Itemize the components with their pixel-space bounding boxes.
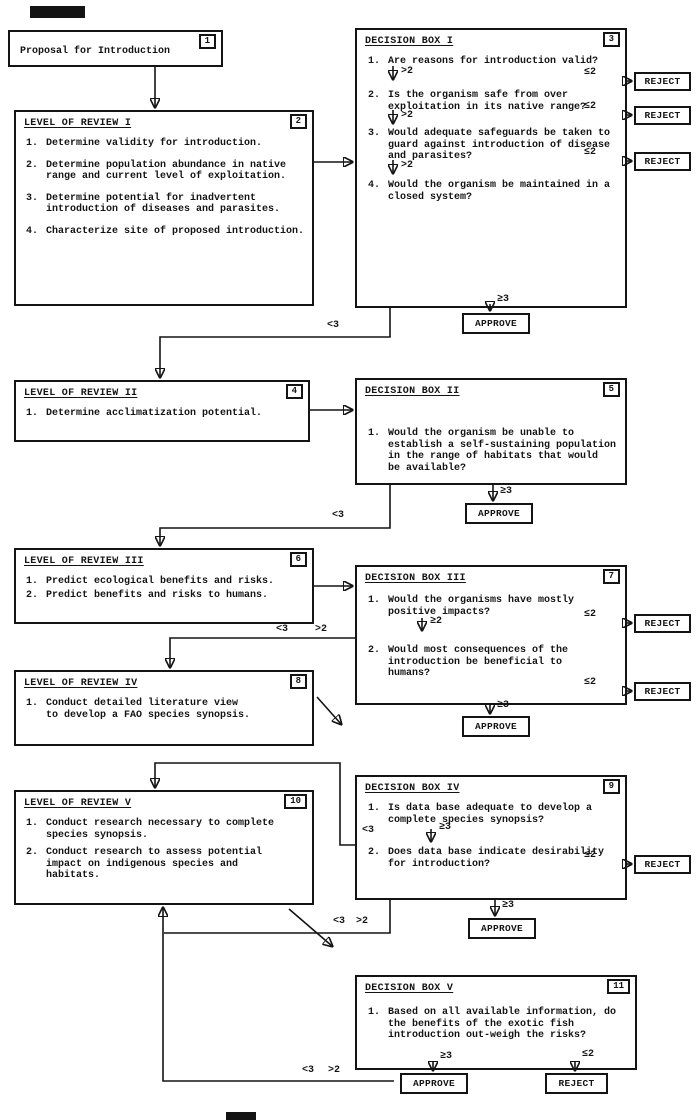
list-item: 2.Is the organism safe from over exploit… <box>368 90 587 113</box>
connector-label: <3 <box>332 510 345 521</box>
decision-box-4: 9 DECISION BOX IV 1.Is data base adequat… <box>355 775 627 900</box>
approve-box: APPROVE <box>462 313 530 334</box>
list-item: 1.Predict ecological benefits and risks. <box>26 576 275 587</box>
list-item: 4.Characterize site of proposed introduc… <box>26 225 305 237</box>
arrow-decision2-to-review3 <box>160 485 391 545</box>
box-title: LEVEL OF REVIEW I <box>24 118 132 129</box>
list-item: 1.Conduct research necessary to complete… <box>26 818 275 841</box>
connector-label: ≥3 <box>439 822 452 833</box>
decision-box-5: 11 DECISION BOX V 1.Based on all availab… <box>355 975 637 1070</box>
connector-label: ≥3 <box>440 1051 453 1062</box>
connector-label: >2 <box>401 110 414 121</box>
connector-label: ≤2 <box>584 677 597 688</box>
connector-label: ≥3 <box>500 486 513 497</box>
scan-artifact <box>30 6 85 18</box>
box-title: DECISION BOX V <box>365 983 454 994</box>
reject-box: REJECT <box>545 1073 608 1094</box>
decision-box-2: 5 DECISION BOX II 1.Would the organism b… <box>355 378 627 485</box>
box-title: LEVEL OF REVIEW III <box>24 556 144 567</box>
arrow-review4-to-decision4 <box>316 696 341 724</box>
connector-label: <3 <box>362 825 375 836</box>
list-item: 3.Determine potential for inadvertent in… <box>26 192 281 216</box>
level-of-review-2-box: 4 LEVEL OF REVIEW II 1.Determine acclima… <box>14 380 310 442</box>
connector-label: ≥3 <box>502 900 515 911</box>
connector-label: ≥2 <box>430 616 443 627</box>
connector-label: ≤2 <box>584 101 597 112</box>
list-item: 2.Predict benefits and risks to humans. <box>26 589 269 601</box>
reject-box: REJECT <box>634 106 691 125</box>
level-of-review-1-box: 2 LEVEL OF REVIEW I 1.Determine validity… <box>14 110 314 306</box>
connector-label: >2 <box>401 66 414 77</box>
connector-label: <3 <box>333 916 346 927</box>
decision-box-3: 7 DECISION BOX III 1.Would the organisms… <box>355 565 627 705</box>
connector-label: ≤2 <box>582 1049 595 1060</box>
connector-label: ≥3 <box>497 700 510 711</box>
list-item: 1.Would the organisms have mostly positi… <box>368 595 575 618</box>
list-item: 1.Conduct detailed literature view to de… <box>26 698 251 721</box>
decision-box-1: 3 DECISION BOX I 1.Are reasons for intro… <box>355 28 627 308</box>
box-title: LEVEL OF REVIEW V <box>24 798 132 809</box>
box-title: DECISION BOX IV <box>365 783 460 794</box>
connector-label: ≤2 <box>584 609 597 620</box>
list-item: 1.Determine acclimatization potential. <box>26 408 263 419</box>
box-number-badge: 5 <box>602 382 620 397</box>
box-number-badge: 2 <box>289 114 307 129</box>
arrow-review5-to-decision5 <box>288 908 332 946</box>
connector-label: <3 <box>327 320 340 331</box>
connector-label: >2 <box>401 160 414 171</box>
reject-box: REJECT <box>634 72 691 91</box>
list-item: 1.Based on all available information, do… <box>368 1007 617 1041</box>
connector-label: >2 <box>356 916 369 927</box>
proposal-box: 1 Proposal for Introduction <box>8 30 223 67</box>
list-item: 3.Would adequate safeguards be taken to … <box>368 128 611 162</box>
box-title: DECISION BOX III <box>365 573 466 584</box>
approve-box: APPROVE <box>468 918 536 939</box>
connector-label: ≤2 <box>584 67 597 78</box>
level-of-review-3-box: 6 LEVEL OF REVIEW III 1.Predict ecologic… <box>14 548 314 624</box>
list-item: 4.Would the organism be maintained in a … <box>368 180 611 203</box>
list-item: 1.Are reasons for introduction valid? <box>368 56 599 67</box>
box-number-badge: 4 <box>285 384 303 399</box>
arrow-decision3-to-review4 <box>170 637 355 667</box>
box-number-badge: 7 <box>602 569 620 584</box>
approve-box: APPROVE <box>462 716 530 737</box>
box-title: DECISION BOX I <box>365 36 454 47</box>
list-item: 1.Would the organism be unable to establ… <box>368 428 617 474</box>
box-number-badge: 3 <box>602 32 620 47</box>
box-number-badge: 9 <box>602 779 620 794</box>
arrow-decision1-to-review2 <box>160 308 391 377</box>
connector-label: <3 <box>276 624 289 635</box>
connector-label: >2 <box>315 624 328 635</box>
box-title: LEVEL OF REVIEW II <box>24 388 138 399</box>
list-item: 2.Conduct research to assess potential i… <box>26 847 263 881</box>
box-number-badge: 6 <box>289 552 307 567</box>
box-title: DECISION BOX II <box>365 386 460 397</box>
reject-box: REJECT <box>634 152 691 171</box>
approve-box: APPROVE <box>400 1073 468 1094</box>
reject-box: REJECT <box>634 682 691 701</box>
list-item: 2.Determine population abundance in nati… <box>26 159 287 183</box>
connector-label: ≤2 <box>584 850 597 861</box>
box-number-badge: 1 <box>198 34 216 49</box>
reject-box: REJECT <box>634 855 691 874</box>
approve-box: APPROVE <box>465 503 533 524</box>
box-number-badge: 8 <box>289 674 307 689</box>
scan-artifact <box>226 1112 256 1120</box>
reject-box: REJECT <box>634 614 691 633</box>
box-number-badge: 10 <box>284 794 307 809</box>
connector-label: >2 <box>328 1065 341 1076</box>
list-item: 2.Would most consequences of the introdu… <box>368 645 569 679</box>
level-of-review-5-box: 10 LEVEL OF REVIEW V 1.Conduct research … <box>14 790 314 905</box>
connector-label: ≤2 <box>584 147 597 158</box>
list-item: 2.Does data base indicate desirability f… <box>368 847 605 870</box>
connector-label: <3 <box>302 1065 315 1076</box>
list-item: 1.Is data base adequate to develop a com… <box>368 803 593 826</box>
list-item: 1.Determine validity for introduction. <box>26 138 263 149</box>
level-of-review-4-box: 8 LEVEL OF REVIEW IV 1.Conduct detailed … <box>14 670 314 746</box>
connector-label: ≥3 <box>497 294 510 305</box>
box-number-badge: 11 <box>607 979 630 994</box>
proposal-title: Proposal for Introduction <box>20 46 171 57</box>
box-title: LEVEL OF REVIEW IV <box>24 678 138 689</box>
